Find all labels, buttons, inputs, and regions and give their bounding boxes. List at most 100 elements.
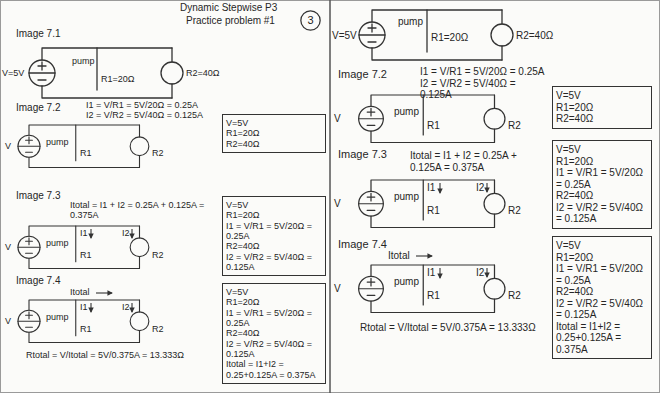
circuit-symbol bbox=[18, 226, 149, 269]
box-text: I2 = V/R2 = 5V/40Ω = 0.125A bbox=[556, 298, 648, 321]
box-text: I2 = V/R2 = 5V/40Ω = 0.125A bbox=[226, 339, 322, 360]
equation: Rtotal = V/Itotal = 5V/0.375A = 13.333Ω bbox=[26, 350, 216, 360]
circuit-symbol bbox=[18, 125, 149, 168]
circuit-label: I2 bbox=[476, 182, 484, 194]
circle-outline bbox=[301, 11, 320, 30]
circuit-label: I1 bbox=[80, 302, 88, 312]
box-text: R1=20Ω bbox=[556, 156, 648, 168]
equation: I2 = V/R2 = 5V/40Ω = 0.125A bbox=[86, 110, 218, 120]
box-text: R2=40Ω bbox=[226, 139, 322, 149]
circuit-label: pump bbox=[394, 106, 419, 118]
circuit-label: R2 bbox=[508, 290, 521, 302]
circuit-symbol bbox=[359, 265, 505, 313]
current-arrow bbox=[486, 183, 487, 192]
circuit-label: R1 bbox=[427, 205, 440, 217]
equation-stack: I1 = V/R1 = 5V/20Ω = 0.25AI2 = V/R2 = 5V… bbox=[86, 100, 218, 121]
box-text: Itotal = I1+I2 = 0.25+0.125A = 0.375A bbox=[556, 321, 648, 356]
box-text: 3 bbox=[307, 14, 313, 27]
circuit-label: R1=20Ω bbox=[431, 32, 468, 44]
box-text: V=5V bbox=[226, 287, 322, 297]
circuit-label: R2 bbox=[508, 205, 521, 217]
circuit-label: R1 bbox=[427, 290, 440, 302]
circuit-symbol bbox=[359, 95, 505, 143]
circuit-label: R1 bbox=[80, 324, 92, 334]
circuit-label: R2 bbox=[152, 250, 164, 260]
equation: I2 = V/R2 = 5V/40Ω = 0.125A bbox=[420, 78, 548, 101]
circuit-symbol bbox=[359, 10, 513, 60]
circuit-label: V=5V bbox=[2, 68, 24, 78]
circuit-label: I1 bbox=[427, 182, 435, 194]
box-text: I1 = V/R1 = 5V/20Ω = 0.25A bbox=[556, 263, 648, 286]
page-heading: Dynamic Stepwise P3 bbox=[180, 2, 277, 14]
equation: Itotal = I1 + I2 = 0.25A + 0.125A = 0.37… bbox=[410, 150, 550, 173]
circuit-label: I2 bbox=[122, 228, 130, 238]
circuit-label: V=5V bbox=[332, 30, 357, 42]
circuit-label: V bbox=[5, 141, 11, 151]
panel-divider bbox=[329, 0, 331, 393]
circuit-label: R2 bbox=[152, 148, 164, 158]
box-text: R1=20Ω bbox=[226, 210, 322, 220]
page-heading: Practice problem #1 bbox=[186, 15, 275, 27]
figure-label: Image 7.4 bbox=[16, 275, 60, 287]
current-arrow bbox=[416, 255, 432, 256]
circuit-label: pump bbox=[394, 191, 419, 203]
current-arrow bbox=[96, 292, 112, 293]
circuit-label: pump bbox=[46, 137, 69, 147]
circuit-label: pump bbox=[72, 56, 95, 66]
circuit-symbol bbox=[18, 300, 149, 343]
box-text: Itotal = I1+I2 = 0.25+0.125A = 0.375A bbox=[226, 359, 322, 380]
circuit-label: pump bbox=[46, 238, 69, 248]
value-box: V=5VR1=20ΩI1 = V/R1 = 5V/20Ω = 0.25AR2=4… bbox=[222, 196, 326, 276]
figure-label: Image 7.1 bbox=[16, 28, 60, 40]
circuit-label: R2 bbox=[508, 120, 521, 132]
circuit-label: I1 bbox=[80, 228, 88, 238]
box-text: V=5V bbox=[226, 118, 322, 128]
figure-label: Image 7.3 bbox=[338, 148, 387, 161]
circuit-label: I1 bbox=[427, 267, 435, 279]
circuit-label: pump bbox=[398, 16, 423, 28]
box-text: R2=40Ω bbox=[556, 190, 648, 202]
circuit-label: V bbox=[334, 198, 341, 210]
circuit-label: R2=40Ω bbox=[516, 30, 553, 42]
current-arrow bbox=[439, 183, 440, 193]
current-arrow bbox=[90, 303, 91, 312]
circuit-label: R2 bbox=[152, 324, 164, 334]
equation-stack: I1 = V/R1 = 5V/20Ω = 0.25AI2 = V/R2 = 5V… bbox=[420, 66, 548, 101]
equation: I1 = V/R1 = 5V/20Ω = 0.25A bbox=[420, 66, 548, 78]
figure-label: Image 7.4 bbox=[338, 238, 387, 251]
box-text: R1=20Ω bbox=[556, 252, 648, 264]
box-text: R1=20Ω bbox=[556, 102, 648, 114]
circuit-label: I2 bbox=[122, 302, 130, 312]
box-text: R2=40Ω bbox=[556, 286, 648, 298]
circuit-label: V bbox=[5, 242, 11, 252]
box-text: R2=40Ω bbox=[226, 328, 322, 338]
box-text: I2 = V/R2 = 5V/40Ω = 0.125A bbox=[226, 252, 322, 273]
box-text: R1=20Ω bbox=[226, 297, 322, 307]
current-arrow bbox=[486, 268, 487, 277]
figure-label: Image 7.3 bbox=[16, 190, 60, 202]
circuit-label: V bbox=[5, 316, 11, 326]
value-box: V=5VR1=20ΩR2=40Ω bbox=[552, 86, 652, 129]
current-arrow bbox=[439, 268, 440, 278]
circuit-label: R1 bbox=[427, 120, 440, 132]
circuit-label: V bbox=[334, 113, 341, 125]
value-box: V=5VR1=20ΩI1 = V/R1 = 5V/20Ω = 0.25AR2=4… bbox=[552, 236, 652, 359]
box-text: V=5V bbox=[226, 200, 322, 210]
value-box: V=5VR1=20ΩI1 = V/R1 = 5V/20Ω = 0.25AR2=4… bbox=[552, 140, 652, 229]
circuit-label: R2=40Ω bbox=[186, 68, 220, 78]
circled-number: 3 bbox=[300, 10, 321, 31]
figure-label: Image 7.2 bbox=[16, 102, 60, 114]
box-text: I2 = V/R2 = 5V/40Ω = 0.125A bbox=[556, 202, 648, 225]
current-arrow bbox=[90, 229, 91, 238]
value-box: V=5VR1=20ΩI1 = V/R1 = 5V/20Ω = 0.25AR2=4… bbox=[222, 283, 326, 384]
circuit-label: Itotal bbox=[70, 287, 90, 297]
circuit-label: pump bbox=[46, 312, 69, 322]
circuit-label: I2 bbox=[476, 267, 484, 279]
box-text: R2=40Ω bbox=[226, 241, 322, 251]
value-box: V=5VR1=20ΩR2=40Ω bbox=[222, 114, 326, 153]
box-text: I1 = V/R1 = 5V/20Ω = 0.25A bbox=[556, 167, 648, 190]
current-arrow bbox=[131, 229, 132, 238]
box-text: R2=40Ω bbox=[556, 113, 648, 125]
box-text: I1 = V/R1 = 5V/20Ω = 0.25A bbox=[226, 221, 322, 242]
